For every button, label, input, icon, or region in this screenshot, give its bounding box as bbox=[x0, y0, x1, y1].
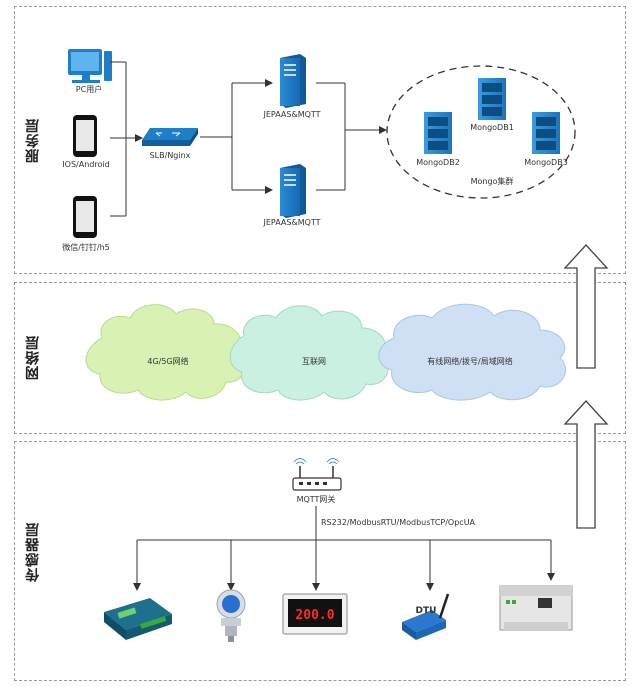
display-reading: 200.0 bbox=[295, 608, 334, 623]
up-arrow-icon bbox=[563, 244, 609, 369]
mongo-cluster-ellipse bbox=[386, 65, 576, 199]
mongo-label-2: MongoDB2 bbox=[416, 158, 460, 167]
network-layer-box bbox=[14, 282, 626, 434]
server-label-1: JEPAAS&MQTT bbox=[263, 110, 321, 119]
dtu-label: DTU bbox=[415, 606, 437, 616]
digital-display-icon: 200.0 bbox=[282, 593, 348, 635]
desktop-pc-icon bbox=[68, 49, 112, 83]
protocols-label: RS232/ModbusRTU/ModbusTCP/OpcUA bbox=[321, 518, 476, 527]
balancer-label: SLB/Nginx bbox=[149, 151, 191, 160]
plc-controller-icon bbox=[499, 585, 573, 631]
client-label-pc: PC用户 bbox=[75, 85, 103, 94]
database-cabinet-icon bbox=[424, 112, 452, 154]
server-connectors bbox=[316, 82, 387, 191]
io-module-icon bbox=[104, 598, 172, 640]
cloud-label-internet: 互联网 bbox=[302, 357, 326, 366]
cloud-internet bbox=[229, 305, 389, 401]
client-label-mobile: IOS/Android bbox=[62, 160, 110, 169]
smartphone-icon bbox=[73, 115, 97, 157]
smartphone-icon bbox=[73, 196, 97, 238]
cloud-label-wired: 有线网络/拨号/局域网络 bbox=[427, 357, 513, 366]
dtu-modem-icon bbox=[402, 593, 450, 640]
service-layer-box bbox=[14, 6, 626, 274]
client-label-wechat: 微信/钉钉/h5 bbox=[62, 243, 110, 252]
client-connectors bbox=[110, 61, 143, 217]
server-tower-icon bbox=[280, 54, 306, 108]
sensor-bus bbox=[133, 506, 555, 591]
gateway-label: MQTT网关 bbox=[296, 495, 336, 504]
pressure-gauge-icon bbox=[216, 589, 246, 642]
mongo-label-1: MongoDB1 bbox=[470, 123, 514, 132]
server-label-2: JEPAAS&MQTT bbox=[263, 218, 321, 227]
server-tower-icon bbox=[280, 164, 306, 218]
balancer-connectors bbox=[200, 79, 273, 194]
cloud-label-4g5g: 4G/5G网络 bbox=[147, 357, 189, 366]
up-arrow-icon bbox=[563, 400, 609, 529]
sensor-layer-box bbox=[14, 441, 626, 681]
network-switch-icon bbox=[142, 128, 198, 146]
mongo-cluster-label: Mongo集群 bbox=[470, 177, 514, 186]
cloud-4g5g bbox=[85, 304, 247, 401]
cloud-wired bbox=[378, 303, 566, 401]
mongo-label-3: MongoDB3 bbox=[524, 158, 568, 167]
database-cabinet-icon bbox=[532, 112, 560, 154]
wifi-router-icon bbox=[292, 458, 342, 491]
database-cabinet-icon bbox=[478, 78, 506, 120]
